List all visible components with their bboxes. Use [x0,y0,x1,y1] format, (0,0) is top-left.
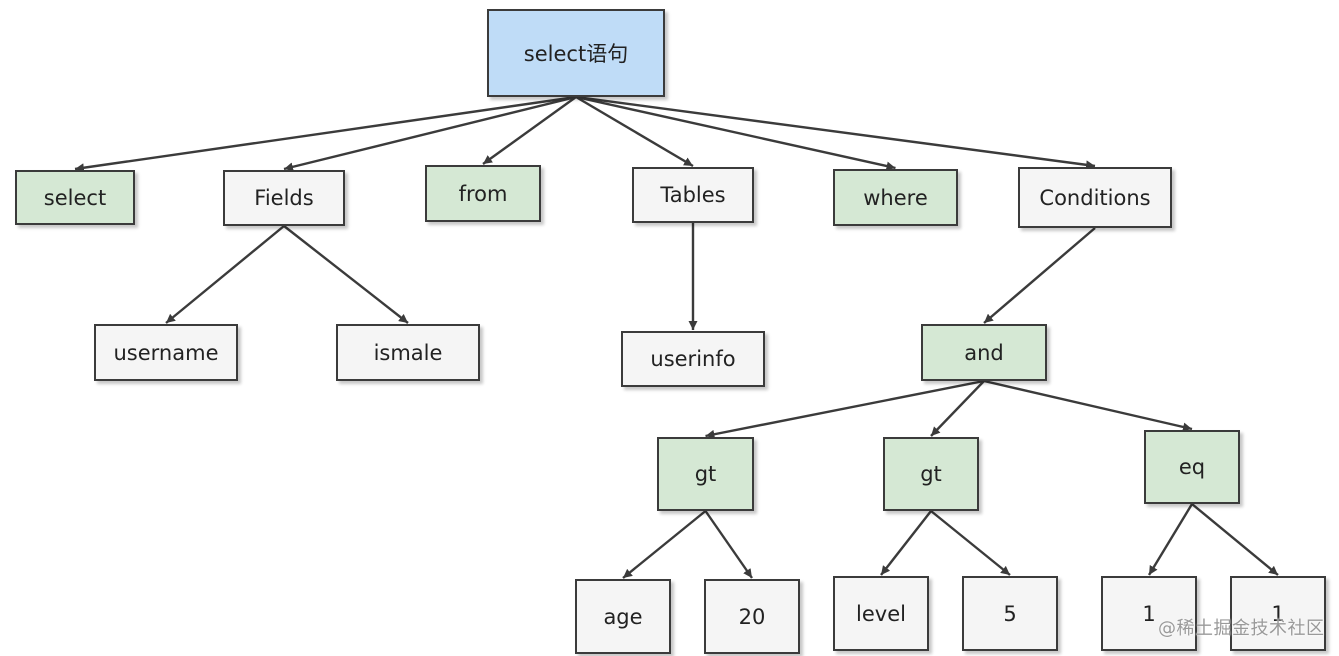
edge-fields-to-username [165,225,285,324]
watermark-text: @稀土掘金技术社区 [1158,618,1325,639]
edge-eq-to-one_a [1147,503,1194,576]
node-operand-5: 5 [962,576,1058,651]
node-operand-1-left: 1 [1101,576,1197,651]
node-where-keyword: where [833,169,958,226]
edge-gt1-to-n20 [704,510,753,579]
node-field-ismale: ismale [336,324,480,381]
edge-root-to-from [482,96,577,165]
edge-conditions-to-and [983,227,1096,324]
node-tables: Tables [632,167,754,223]
node-conditions: Conditions [1018,167,1172,228]
node-select-keyword: select [15,170,135,225]
edge-root-to-select [74,95,577,173]
edge-gt1-to-age [622,510,707,579]
root-node-select-statement: select语句 [487,9,665,97]
node-operand-1-right: 1 [1230,576,1326,651]
edge-and-to-eq [983,379,1193,432]
node-fields: Fields [223,170,345,226]
node-gt-operator-level: gt [883,437,979,511]
node-and-operator: and [921,324,1047,381]
node-table-userinfo: userinfo [621,331,765,387]
edge-root-to-where [575,95,896,171]
edge-and-to-gt1 [705,379,985,439]
edge-root-to-fields [283,95,577,172]
node-operand-20: 20 [704,579,800,654]
edge-gt2-to-n5 [930,510,1011,576]
node-field-username: username [94,324,238,381]
edge-root-to-conditions [575,95,1096,170]
node-operand-level: level [833,576,929,651]
edge-and-to-gt2 [930,380,985,437]
node-from-keyword: from [425,165,541,222]
node-gt-operator-age: gt [657,437,754,511]
edge-eq-to-one_b [1191,503,1279,576]
node-eq-operator: eq [1144,430,1240,504]
node-operand-age: age [575,579,671,654]
edge-root-to-tables [575,95,694,168]
edge-gt2-to-level [880,510,932,576]
edge-fields-to-ismale [283,225,409,324]
